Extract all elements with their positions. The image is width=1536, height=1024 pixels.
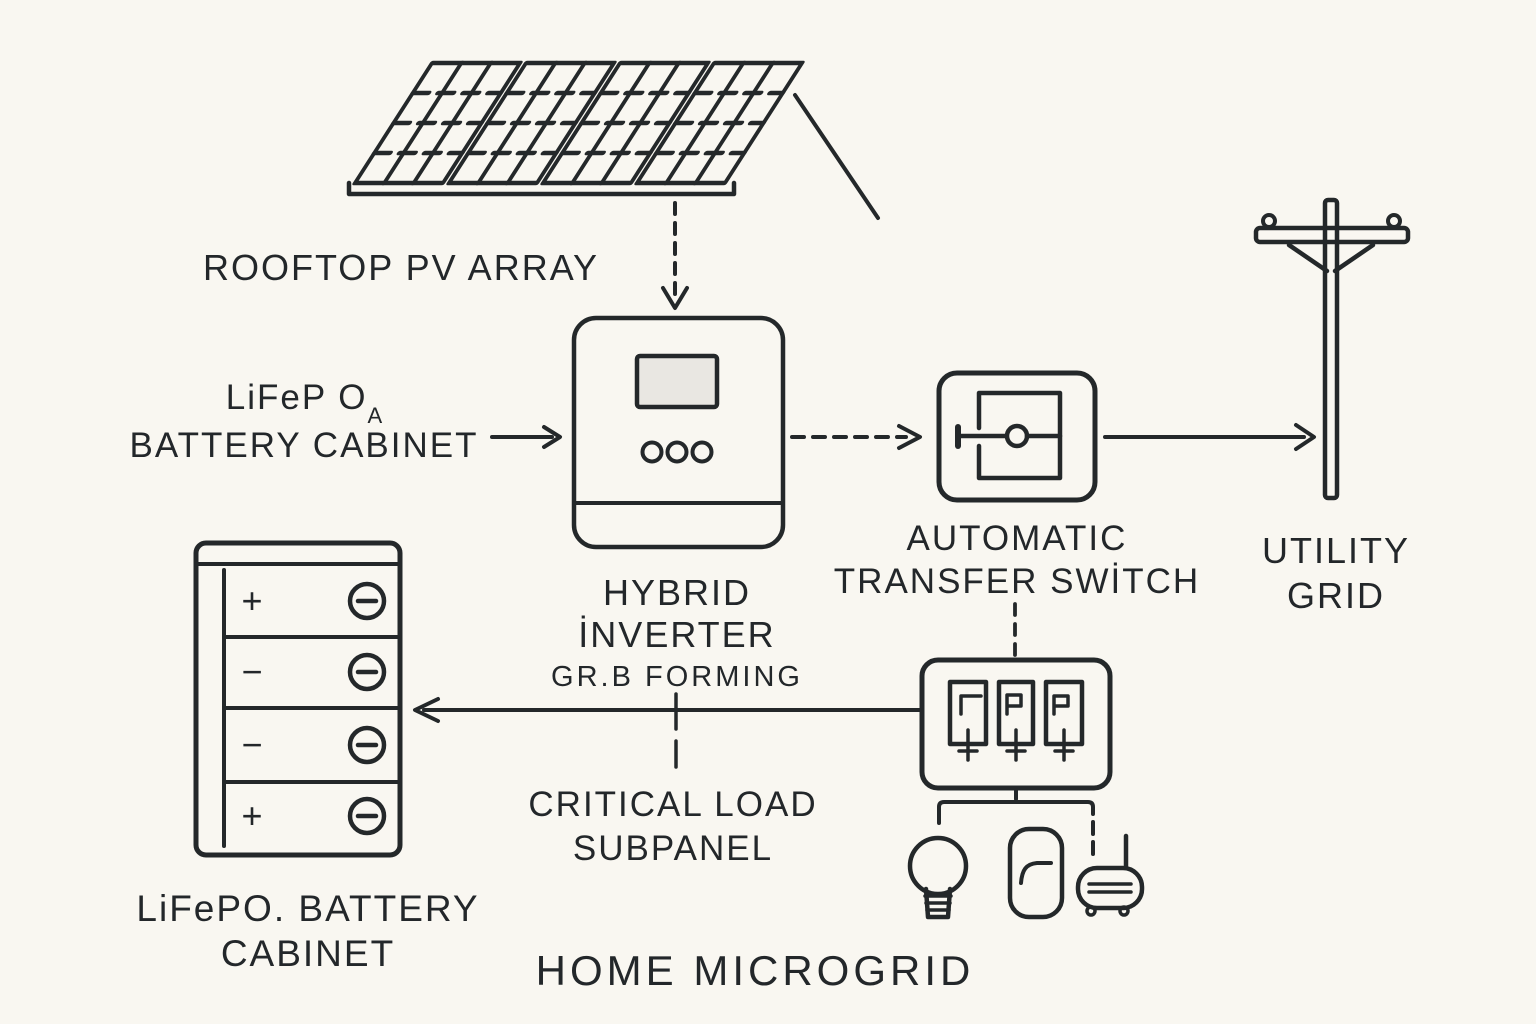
inverter-label: HYBRID İNVERTER GR.B FORMING [551,572,803,694]
battery-feed-line2: BATTERY CABINET [129,425,479,465]
battery-cabinet-label: LiFePO. BATTERY CABINET [136,886,479,976]
transfer-switch-icon [936,370,1098,503]
battery-cabinet-icon: + − − + [193,540,403,858]
battery-feed-line1: LiFeP O [225,378,368,417]
solar-panel-array-icon [346,60,880,220]
inverter-line2: İNVERTER [578,614,776,656]
inverter-screen [634,353,720,410]
ats-to-grid-arrow [1103,423,1316,451]
inverter-button [640,440,664,464]
cabinet-line2: CABINET [220,933,396,975]
roof-edge-line [793,93,880,220]
ats-line2: TRANSFER SWİTCH [833,561,1201,601]
inverter-line1: HYBRID [602,572,752,613]
battery-to-inverter-arrow [490,425,562,449]
transfer-switch-label: AUTOMATIC TRANSFER SWİTCH [834,518,1200,603]
battery-terminal-icon [347,581,387,836]
inverter-to-ats-arrow [790,424,922,450]
cabinet-line1: LiFePO. BATTERY [136,888,480,929]
battery-row-symbol: − [241,724,262,765]
subpanel-label: CRITICAL LOAD SUBPANEL [528,783,817,871]
subpanel-line1: CRITICAL LOAD [528,785,818,824]
subpanel-to-loads-wire [937,786,1095,856]
utility-pole-icon [1253,197,1411,501]
utility-line2: GRID [1286,575,1385,616]
battery-row-symbol: + [241,795,262,836]
breaker-subpanel-icon [919,657,1113,791]
battery-row-symbol: + [241,580,262,621]
inverter-button [665,440,689,464]
battery-row-symbol: − [241,651,262,692]
hybrid-inverter-icon [571,315,786,550]
wifi-router-icon [1075,833,1145,917]
battery-feed-label: LiFeP OA BATTERY CABINET [130,376,479,467]
breaker-lever-icon [957,728,1075,762]
diagram-title: HOME MICROGRID [535,947,975,994]
inverter-button [690,440,714,464]
pv-to-inverter-arrow [661,201,689,310]
utility-grid-label: UTILITY GRID [1262,528,1410,618]
smart-switch-icon [1007,826,1065,920]
subpanel-to-battery-arrow [413,697,924,723]
battery-feed-subscript: A [367,403,383,428]
inverter-line3: GR.B FORMING [551,660,803,693]
pv-array-label: ROOFTOP PV ARRAY [203,246,599,289]
subpanel-line2: SUBPANEL [572,828,774,868]
light-bulb-icon [907,835,969,920]
ats-line1: AUTOMATIC [906,519,1128,558]
pv-array-label-text: ROOFTOP PV ARRAY [202,247,600,288]
utility-line1: UTILITY [1261,530,1411,571]
